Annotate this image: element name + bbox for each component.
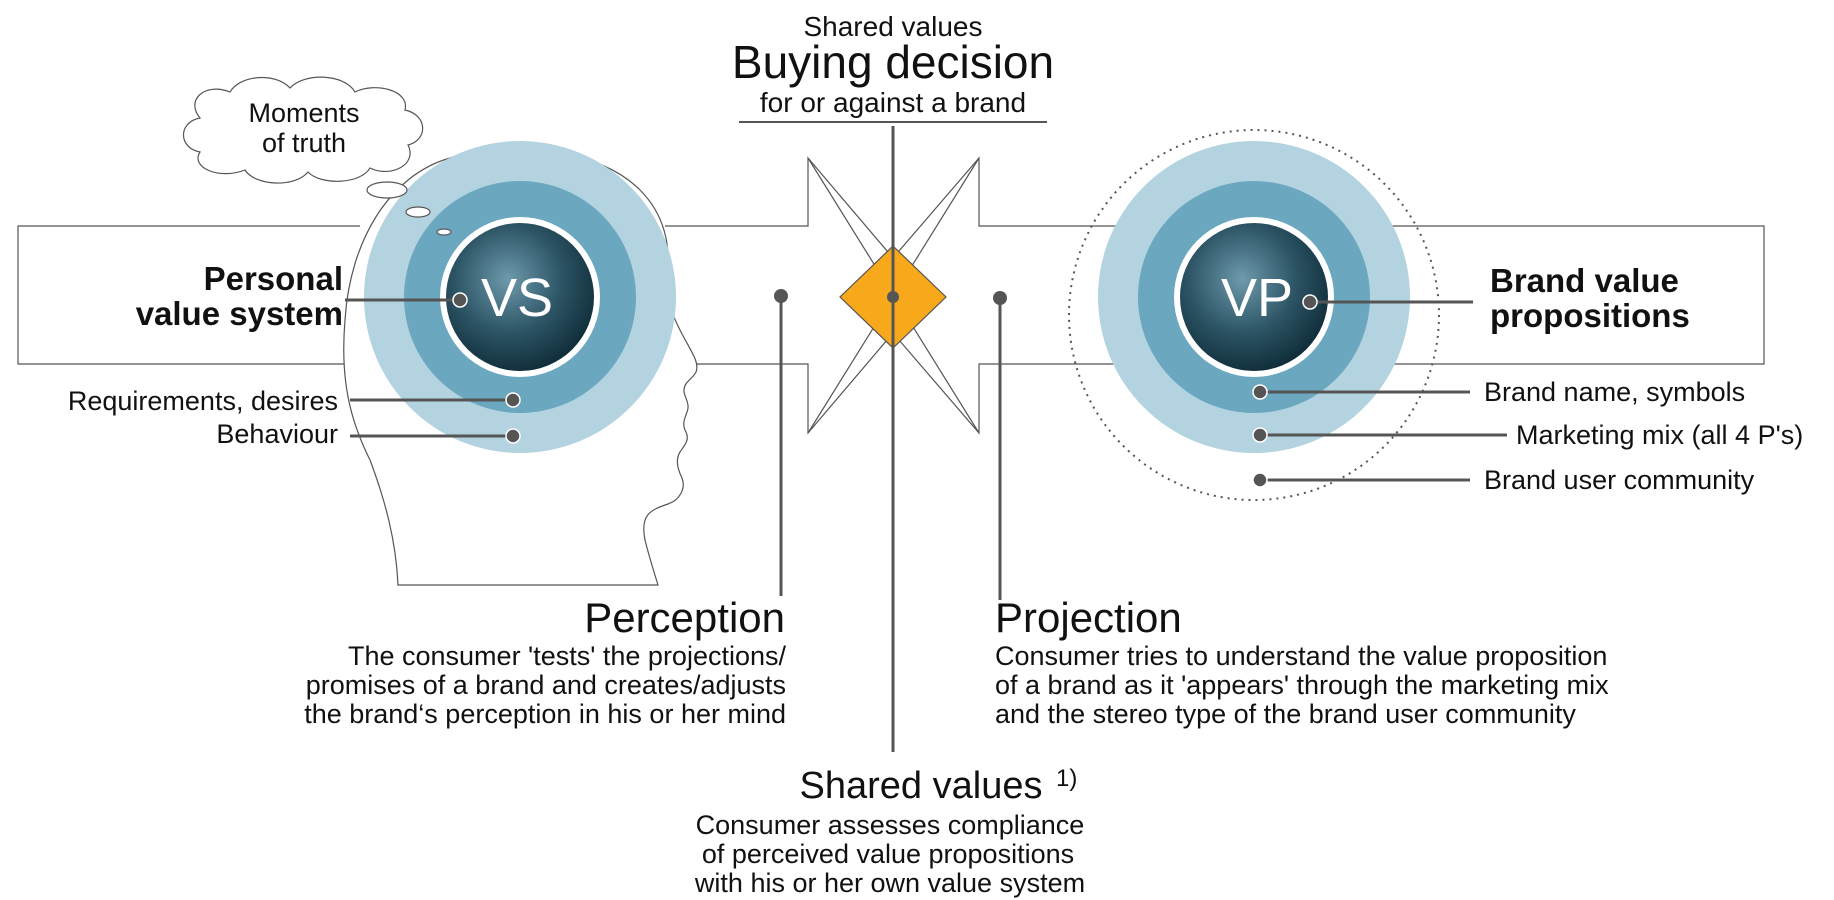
brand-value-propositions-line2: propositions xyxy=(1490,297,1690,334)
brand-core xyxy=(1180,223,1328,371)
brand-leaders xyxy=(1260,300,1507,482)
brand-item-name-symbols: Brand name, symbols xyxy=(1484,377,1745,407)
brand-value-propositions-line1: Brand value xyxy=(1490,262,1679,299)
cloud-bubble-3 xyxy=(436,228,452,236)
behaviour-label: Behaviour xyxy=(216,419,338,449)
consumer-core xyxy=(446,223,594,371)
projection-desc-line2: of a brand as it 'appears' through the m… xyxy=(995,670,1609,700)
cloud-text-line2: of truth xyxy=(262,128,346,158)
buying-decision-title: Buying decision xyxy=(732,36,1054,88)
projection-desc-line1: Consumer tries to understand the value p… xyxy=(995,641,1607,671)
cloud-text-line1: Moments xyxy=(248,98,359,128)
brand-boundary-dotted xyxy=(1068,129,1440,501)
vp-label: VP xyxy=(1221,268,1293,328)
projection-title: Projection xyxy=(995,594,1182,641)
cloud-bubble-2 xyxy=(405,206,431,218)
brand-leader-dots xyxy=(1252,294,1318,488)
thought-cloud xyxy=(183,76,452,236)
consumer-leader-dots xyxy=(452,292,521,444)
shared-values-small-label: Shared values xyxy=(803,11,982,42)
projection-pointer xyxy=(993,291,1007,600)
brand-item-marketing-mix: Marketing mix (all 4 P's) xyxy=(1516,420,1803,450)
brand-circles xyxy=(1068,129,1440,501)
projection-desc-line3: and the stereo type of the brand user co… xyxy=(995,699,1576,729)
personal-value-system-line2: value system xyxy=(136,295,343,332)
cloud-bubble-1 xyxy=(366,181,408,199)
shared-values-desc-line2: of perceived value propositions xyxy=(702,839,1074,869)
for-or-against-label: for or against a brand xyxy=(760,87,1026,118)
vs-label: VS xyxy=(481,268,553,328)
band-outline xyxy=(17,156,1765,435)
brand-item-user-community: Brand user community xyxy=(1484,465,1755,495)
shared-values-title: Shared values xyxy=(800,765,1043,807)
perception-title: Perception xyxy=(584,594,785,641)
diamond-center-dot xyxy=(887,291,899,303)
perception-desc-line3: the brand‘s perception in his or her min… xyxy=(304,699,786,729)
shared-values-desc-line3: with his or her own value system xyxy=(694,868,1085,898)
perception-desc-line2: promises of a brand and creates/adjusts xyxy=(306,670,786,700)
shared-values-footnote: 1) xyxy=(1056,765,1077,792)
personal-value-system-line1: Personal xyxy=(204,260,343,297)
requirements-desires-label: Requirements, desires xyxy=(68,386,338,416)
shared-values-desc-line1: Consumer assesses compliance xyxy=(696,810,1085,840)
perception-desc-line1: The consumer 'tests' the projections/ xyxy=(348,641,787,671)
consumer-leaders xyxy=(345,298,512,438)
cloud-shape xyxy=(183,76,424,184)
consumer-circles xyxy=(364,141,676,453)
perception-pointer xyxy=(774,289,788,596)
